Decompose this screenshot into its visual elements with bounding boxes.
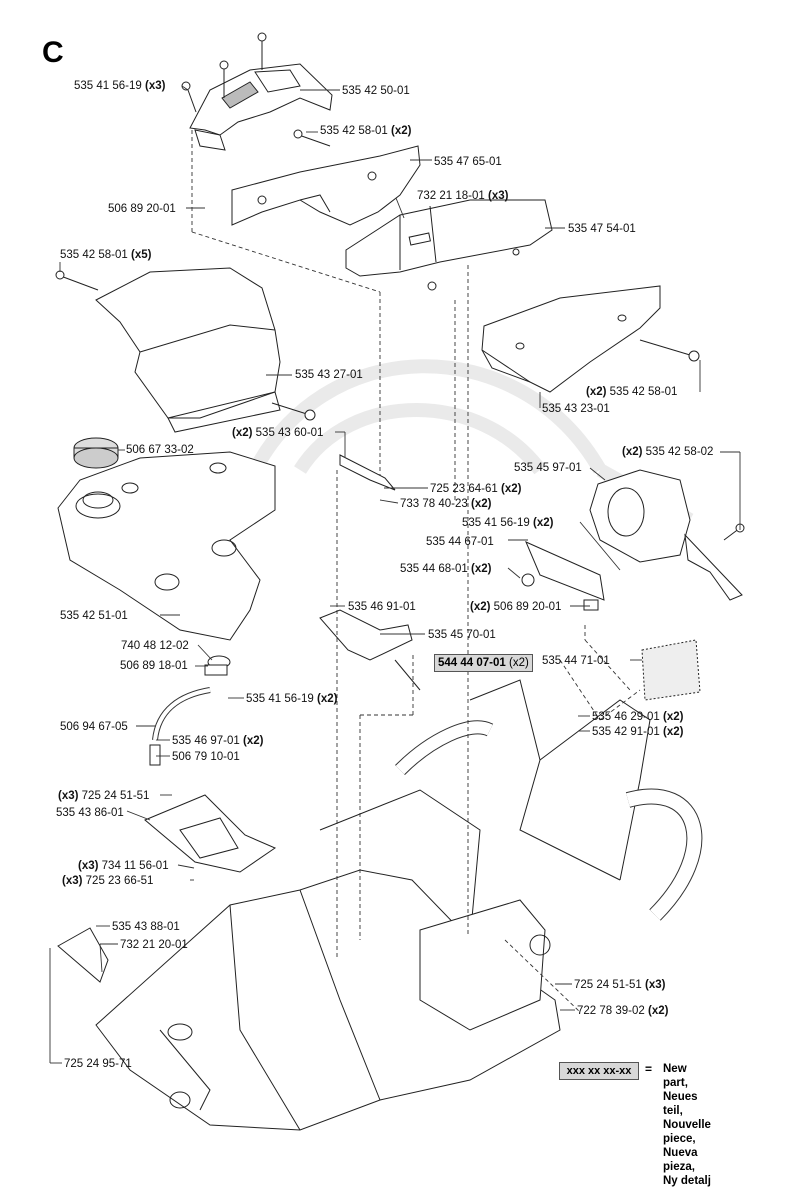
front-cover-part	[231, 129, 421, 226]
part-label: 535 47 65-01	[434, 156, 502, 168]
chassis-frame-part	[95, 679, 703, 1131]
part-label: 506 67 33-02	[126, 444, 194, 456]
small-plate-part	[57, 927, 109, 983]
new-part-label: 544 44 07-01 (x2)	[434, 654, 533, 672]
part-label: 740 48 12-02	[121, 640, 189, 652]
part-label: 535 43 88-01	[112, 921, 180, 933]
part-label: 535 41 56-19 (x2)	[462, 517, 554, 529]
part-label: 535 43 27-01	[295, 369, 363, 381]
part-label: 725 24 95-71	[64, 1058, 132, 1070]
exploded-parts-diagram	[49, 32, 745, 1131]
part-label: 732 21 18-01 (x3)	[417, 190, 509, 202]
part-label: 535 46 29-01 (x2)	[592, 711, 684, 723]
part-label: (x2) 535 43 60-01	[232, 427, 324, 439]
part-label: 535 42 50-01	[342, 85, 410, 97]
part-label: 535 45 97-01	[514, 462, 582, 474]
leader-lines	[49, 85, 741, 1064]
bracket-part	[339, 454, 396, 491]
legend-line: Nouvelle piece,	[663, 1119, 711, 1145]
legend-text: New part, Neues teil, Nouvelle piece, Nu…	[663, 1062, 711, 1188]
part-label: 506 89 20-01	[108, 203, 176, 215]
part-label: 725 23 64-61 (x2)	[430, 483, 522, 495]
part-label: (x2) 535 42 58-01	[586, 386, 678, 398]
part-label: 732 21 20-01	[120, 939, 188, 951]
legend-swatch: xxx xx xx-xx	[559, 1062, 639, 1080]
part-label: 535 42 91-01 (x2)	[592, 726, 684, 738]
top-cover-part	[181, 32, 333, 151]
section-letter: C	[42, 36, 64, 69]
part-label: 535 43 23-01	[542, 403, 610, 415]
part-label: 535 46 97-01 (x2)	[172, 735, 264, 747]
seat-cover-part	[641, 639, 701, 701]
part-label: 535 44 71-01	[542, 655, 610, 667]
part-label: 535 42 58-01 (x5)	[60, 249, 152, 261]
dashboard-panel-part	[345, 199, 553, 291]
fuel-hose-part	[149, 655, 231, 766]
legend-line: Nueva pieza,	[663, 1147, 698, 1173]
lamp-part	[521, 541, 605, 611]
part-label: (x3) 725 24 51-51	[58, 790, 150, 802]
part-label: 535 42 58-01 (x2)	[320, 125, 412, 137]
legend-line: Ny detalj	[663, 1175, 711, 1187]
part-label: 535 46 91-01	[348, 601, 416, 613]
part-label: (x3) 734 11 56-01	[78, 860, 169, 872]
wiring-harness-part	[319, 609, 421, 691]
part-label: 535 41 56-19 (x2)	[246, 693, 338, 705]
part-label: (x2) 535 42 58-02	[622, 446, 714, 458]
part-label: 535 45 70-01	[428, 629, 496, 641]
rear-cover-part	[481, 285, 700, 393]
part-label: 725 24 51-51 (x3)	[574, 979, 666, 991]
part-label: 506 94 67-05	[60, 721, 128, 733]
part-label: 535 44 68-01 (x2)	[400, 563, 492, 575]
part-label: (x2) 506 89 20-01	[470, 601, 562, 613]
part-label: 535 44 67-01	[426, 536, 494, 548]
part-label: 506 89 18-01	[120, 660, 188, 672]
floor-plate-part	[144, 794, 277, 873]
side-cover-part	[55, 267, 316, 433]
legend-equals: =	[645, 1062, 653, 1076]
part-label: 535 47 54-01	[568, 223, 636, 235]
part-label: 506 79 10-01	[172, 751, 240, 763]
part-label: 535 43 86-01	[56, 807, 124, 819]
part-label: 535 42 51-01	[60, 610, 128, 622]
part-label: 535 41 56-19 (x3)	[74, 80, 166, 92]
part-label: 722 78 39-02 (x2)	[577, 1005, 669, 1017]
legend-line: New part,	[663, 1063, 688, 1089]
legend-line: Neues teil,	[663, 1091, 698, 1117]
fuel-tank-part	[57, 437, 276, 641]
part-label: (x3) 725 23 66-51	[62, 875, 154, 887]
part-label: 733 78 40-23 (x2)	[400, 498, 492, 510]
instrument-housing-part	[589, 469, 745, 601]
